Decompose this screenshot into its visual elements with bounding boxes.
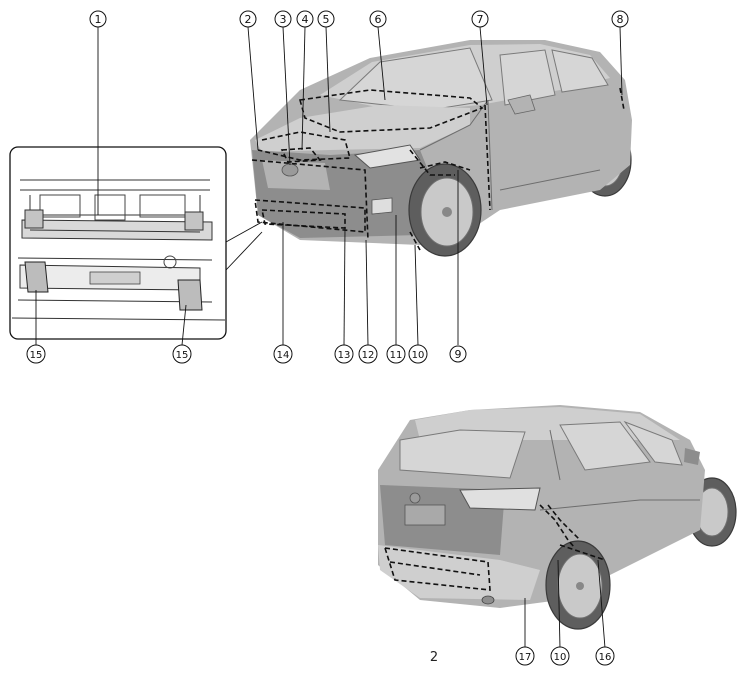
svg-text:2: 2 — [245, 13, 252, 26]
svg-text:11: 11 — [390, 350, 403, 361]
svg-text:7: 7 — [477, 13, 484, 26]
callout-2: 2 — [239, 10, 257, 28]
callout-1: 1 — [89, 10, 107, 28]
front-vehicle-illustration — [250, 40, 632, 257]
leader-lines — [35, 26, 623, 649]
svg-text:9: 9 — [455, 348, 462, 361]
svg-text:16: 16 — [599, 652, 612, 663]
callout-10-rear: 10 — [550, 646, 570, 666]
callout-14: 14 — [273, 344, 293, 364]
svg-text:15: 15 — [176, 350, 189, 361]
callout-15-right: 15 — [172, 344, 192, 364]
callout-11: 11 — [386, 344, 406, 364]
callout-7: 7 — [471, 10, 489, 28]
svg-text:6: 6 — [375, 13, 382, 26]
callout-12: 12 — [358, 344, 378, 364]
callout-17: 17 — [515, 646, 535, 666]
callout-6: 6 — [369, 10, 387, 28]
svg-text:12: 12 — [362, 350, 375, 361]
callout-4: 4 — [296, 10, 314, 28]
svg-text:8: 8 — [617, 13, 624, 26]
svg-text:15: 15 — [30, 350, 43, 361]
rear-vehicle-illustration — [378, 405, 737, 630]
svg-text:1: 1 — [95, 13, 102, 26]
callout-9: 9 — [449, 345, 467, 363]
callout-16: 16 — [595, 646, 615, 666]
svg-text:3: 3 — [280, 13, 287, 26]
svg-text:10: 10 — [412, 350, 425, 361]
callout-10: 10 — [408, 344, 428, 364]
svg-text:4: 4 — [302, 13, 309, 26]
callout-3: 3 — [274, 10, 292, 28]
callout-5: 5 — [317, 10, 335, 28]
stray-label: 2 — [430, 650, 438, 665]
callouts: 1 2 3 4 5 6 7 8 9 10 11 12 13 14 15 15 1… — [26, 10, 629, 666]
callout-15-left: 15 — [26, 344, 46, 364]
svg-text:13: 13 — [338, 350, 351, 361]
svg-text:14: 14 — [277, 350, 290, 361]
svg-text:5: 5 — [323, 13, 330, 26]
callout-8: 8 — [611, 10, 629, 28]
svg-text:17: 17 — [519, 652, 532, 663]
inset-detail-view — [9, 146, 263, 340]
svg-text:10: 10 — [554, 652, 567, 663]
callout-13: 13 — [334, 344, 354, 364]
